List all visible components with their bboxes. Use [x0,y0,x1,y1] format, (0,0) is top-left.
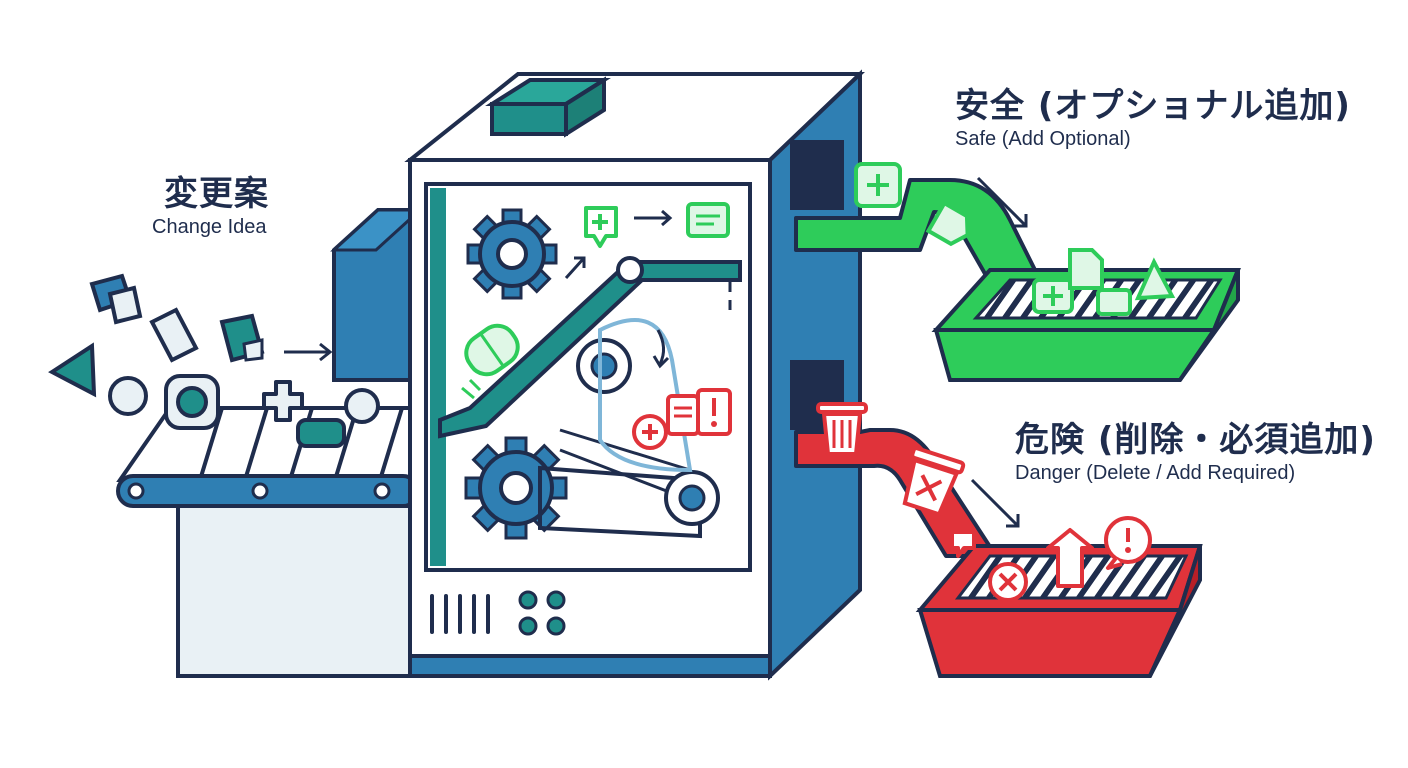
danger-label-en: Danger (Delete / Add Required) [1015,462,1296,484]
upload-arrow-icon [1046,528,1094,588]
change-idea-label: 変更案 Change Idea [152,174,269,240]
control-button [546,616,566,636]
pulley [678,484,706,512]
input-items [48,273,380,448]
gear-icon [464,436,568,540]
plus-icon [1032,278,1074,314]
plus-icon [262,380,304,422]
triangle-icon [1134,257,1176,301]
machine-top-block [485,76,611,138]
roller [373,482,391,500]
arrow-down-right-icon [970,478,1020,528]
document-icon [219,313,265,363]
gear-token-icon [164,374,220,430]
machine-internals [438,202,742,540]
danger-label: 危険 (削除・必須追加) Danger (Delete / Add Requir… [1015,420,1376,486]
light-blue-belt [598,318,693,473]
change-idea-label-en: Change Idea [152,216,267,238]
safe-label: 安全 (オプショナル追加) Safe (Add Optional) [955,86,1351,152]
warning-icon [696,388,732,436]
control-button [518,590,538,610]
delete-x-icon [902,446,966,517]
capsule-icon [296,418,346,448]
plus-icon [854,162,902,208]
control-buttons [518,590,566,636]
safe-output-opening [790,140,844,210]
control-button [546,590,566,610]
roller [251,482,269,500]
vent-slots [430,594,490,634]
machine-front-bottom-stripe [408,654,772,678]
control-button [518,616,538,636]
circle-icon [108,376,148,416]
tag-icon [925,200,970,247]
arrow-curve-icon [982,256,1008,268]
speech-icon [950,530,976,558]
gear-icon [466,208,558,300]
safe-label-en: Safe (Add Optional) [955,128,1131,150]
safe-output [794,162,1241,382]
arrow-down-right-icon [976,176,1028,228]
trash-icon [816,402,868,456]
machine-window-inner-edge [430,188,446,566]
document-icon [666,394,700,436]
arrow-up-right-icon [564,256,586,280]
sorting-machine [404,69,865,681]
change-idea-label-ja: 変更案 [164,174,269,214]
arrow-right-icon [634,209,673,227]
document-icon [149,307,199,363]
capsule-icon [464,323,520,377]
danger-output [794,402,1203,678]
plus-speech-icon [584,206,618,248]
input-conveyor [116,406,420,678]
pulley [590,352,618,380]
plus-circle-icon [632,414,668,450]
block-icon [1096,288,1132,316]
conveyor-base [176,504,420,678]
triangle-icon [48,342,97,398]
drive-belt [538,465,702,539]
curved-arrow-icon [652,329,670,369]
input-hopper [330,208,424,382]
document-icon [1068,248,1104,290]
circle-icon [344,388,380,424]
document-icon [686,202,730,238]
arrow-right-icon [284,342,333,362]
delete-x-icon [988,562,1028,602]
cube-icon [89,273,143,325]
safe-label-ja: 安全 (オプショナル追加) [955,86,1351,126]
warning-icon [1104,516,1152,570]
ramp-pulley [616,256,644,284]
roller [127,482,145,500]
danger-label-ja: 危険 (削除・必須追加) [1015,420,1376,460]
